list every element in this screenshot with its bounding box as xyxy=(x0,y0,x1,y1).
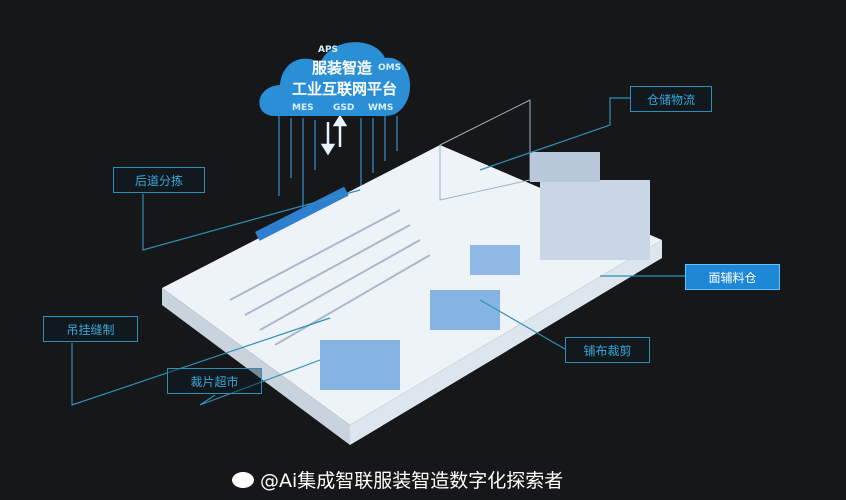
cloud-shape xyxy=(259,42,411,117)
label-spreading-cutting: 铺布裁剪 xyxy=(565,337,650,363)
connector-lines xyxy=(71,97,685,406)
label-hanging-sewing: 吊挂缝制 xyxy=(43,316,138,342)
cloud-tag-aps: APS xyxy=(318,45,339,55)
weibo-icon xyxy=(232,471,254,488)
label-post-sorting: 后道分拣 xyxy=(113,167,205,193)
factory-floor xyxy=(162,99,662,445)
data-stream xyxy=(278,116,398,208)
cloud-tag-mes: MES xyxy=(292,103,314,113)
watermark: @Ai集成智联服装智造数字化探索者 xyxy=(232,466,563,493)
cloud-title-line2: 工业互联网平台 xyxy=(292,80,398,98)
label-cut-piece-market: 裁片超市 xyxy=(167,368,262,394)
label-warehouse-logistics: 仓储物流 xyxy=(630,86,712,112)
cloud-tag-gsd: GSD xyxy=(333,103,355,113)
cloud-tag-oms: OMS xyxy=(378,63,402,73)
cloud-title-line1: 服装智造 xyxy=(312,59,373,77)
watermark-text: @Ai集成智联服装智造数字化探索者 xyxy=(260,470,564,492)
label-fabric-warehouse: 面辅料仓 xyxy=(685,264,780,290)
sync-arrows-icon xyxy=(320,114,348,156)
cloud-tag-wms: WMS xyxy=(368,103,394,113)
